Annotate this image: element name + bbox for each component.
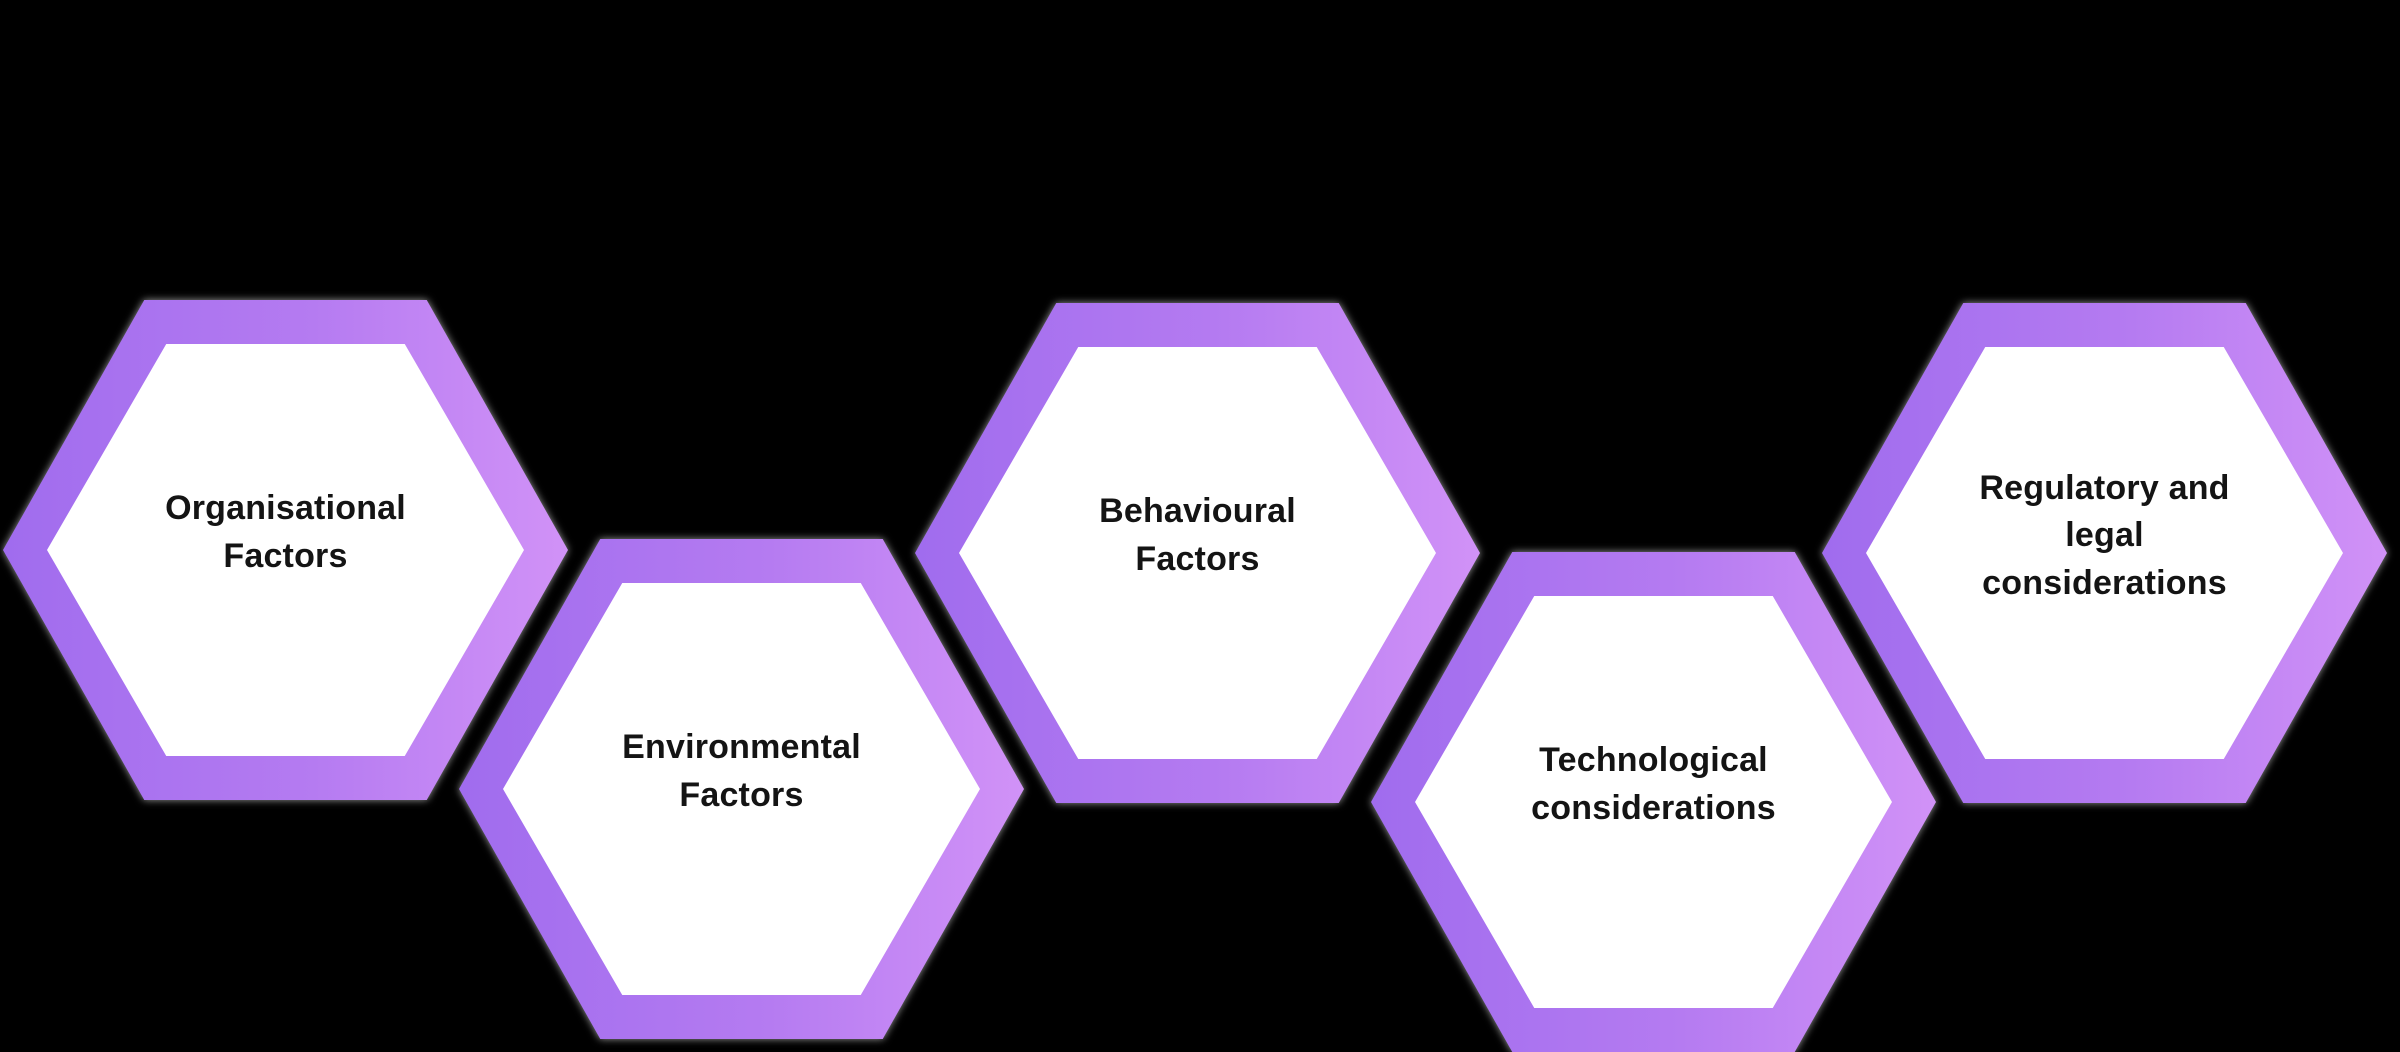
- hexagon-regulatory-legal-considerations: Regulatory and legal considerations: [1822, 303, 2387, 803]
- hexagon-organisational-factors: Organisational Factors: [3, 300, 568, 800]
- hexagon-border: Environmental Factors: [459, 539, 1024, 1039]
- hexagon-label: Organisational Factors: [165, 489, 406, 575]
- hexagon-label: Behavioural Factors: [1099, 492, 1296, 578]
- hexagon-technological-considerations: Technological considerations: [1371, 552, 1936, 1052]
- hexagon-environmental-factors: Environmental Factors: [459, 539, 1024, 1039]
- hexagon-fill: [1415, 596, 1892, 1008]
- hexagon-border: Regulatory and legal considerations: [1822, 303, 2387, 803]
- hexagon-label: Regulatory and legal considerations: [1979, 468, 2230, 602]
- hexagon-fill: [503, 583, 980, 995]
- hexagon-behavioural-factors: Behavioural Factors: [915, 303, 1480, 803]
- hexagon-label: Technological considerations: [1531, 741, 1776, 827]
- hexagon-label: Environmental Factors: [622, 728, 861, 814]
